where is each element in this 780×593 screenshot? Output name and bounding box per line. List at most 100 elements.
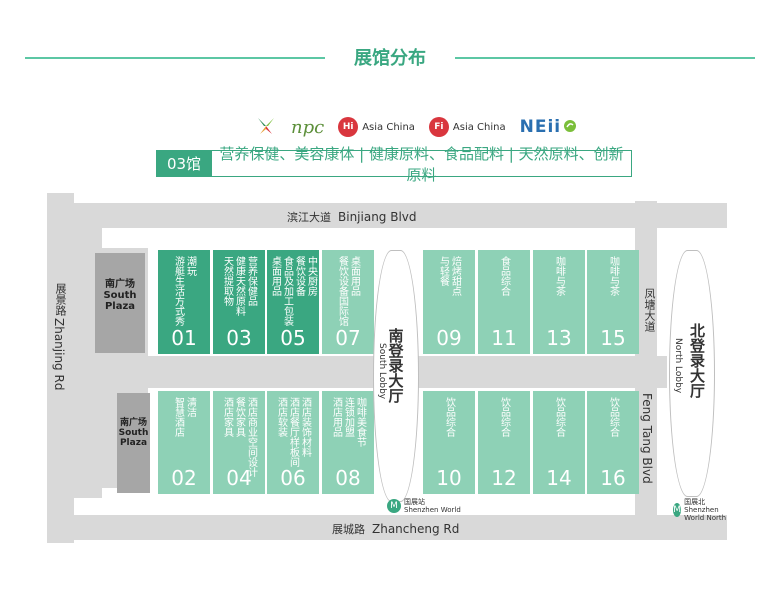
north-lobby[interactable] (669, 250, 715, 497)
hall-category-line: 餐饮设备 (293, 256, 305, 296)
hall-category-line: 桌面用品 (348, 256, 360, 296)
hall-categories: 焙烤甜点与轻餐 (423, 256, 475, 296)
hi-badge: Hi (338, 117, 359, 137)
hall-category-line: 饮品综合 (498, 397, 510, 437)
venue-map: 滨江大道 Binjiang Blvd 展城路 Zhancheng Rd 展景路 … (47, 193, 730, 546)
hall-category-line: 酒店家具 (221, 397, 233, 437)
hall-number: 01 (171, 326, 197, 350)
hall-categories: 中央厨房餐饮设备食品及加工包装桌面用品 (267, 256, 319, 326)
hall-categories: 饮品综合 (587, 397, 639, 437)
road-south-en: Zhancheng Rd (372, 522, 460, 536)
road-north (72, 203, 727, 228)
hall-categories: 桌面用品餐饮设备国际馆 (322, 256, 374, 326)
hall-category-line: 食品及加工包装 (281, 256, 293, 326)
hall-number: 04 (226, 466, 252, 490)
sponsor-logos: npc Hi Asia China Fi Asia China NEii (255, 114, 577, 140)
hall-category-line: 食品综合 (498, 256, 510, 296)
road-label-west-en: Zhanjing Rd (52, 318, 66, 391)
hall-category-line: 咖啡与茶 (607, 256, 619, 296)
hall-category-line: 咖啡与茶 (553, 256, 565, 296)
metro-north-en: Shenzhen World North (684, 506, 727, 522)
hall-categories: 潮玩游艇生活方式秀 (158, 256, 210, 326)
hall-category-line: 连锁加盟 (342, 397, 354, 437)
hall-categories: 咖啡与茶 (533, 256, 585, 296)
south-plaza-north[interactable]: 南广场 South Plaza (95, 253, 145, 353)
hall-11[interactable]: 食品综合 11 (478, 250, 530, 354)
hall-16[interactable]: 饮品综合 16 (587, 391, 639, 494)
page-title: 展馆分布 (354, 48, 426, 69)
hi-asia-china-logo: Hi Asia China (338, 117, 415, 137)
south-plaza-south[interactable]: 南广场 South Plaza (117, 393, 150, 493)
hall-number: 08 (335, 466, 361, 490)
hall-categories: 清洁智慧酒店 (158, 397, 210, 437)
hall-category-line: 饮品综合 (443, 397, 455, 437)
road-north-en: Binjiang Blvd (338, 210, 417, 224)
hall-14[interactable]: 饮品综合 14 (533, 391, 585, 494)
south-lobby-en: South Lobby (377, 343, 387, 400)
metro-shenzhen-world-north[interactable]: M 国展北 Shenzhen World North (673, 498, 730, 522)
hall-number: 11 (491, 326, 517, 350)
hall-number: 14 (546, 466, 572, 490)
plaza-label-en: South Plaza (103, 290, 137, 312)
north-lobby-en: North Lobby (673, 338, 683, 394)
hall-category-line: 桌面用品 (269, 256, 281, 296)
hall-category-line: 天然提取物 (221, 256, 233, 306)
npc-logo: npc (291, 116, 325, 138)
hall-categories: 食品综合 (478, 256, 530, 296)
hall-09[interactable]: 焙烤甜点与轻餐 09 (423, 250, 475, 354)
hall-categories: 咖啡与茶 (587, 256, 639, 296)
neii-logo-text: NEii (519, 117, 562, 137)
hall-category-line: 与轻餐 (437, 256, 449, 286)
road-label-east-cn: 凤塘大道 (643, 288, 656, 332)
road-label-east-en: Feng Tang Blvd (640, 393, 654, 484)
hall-category-line: 酒店软装 (275, 397, 287, 437)
hall-category-line: 餐饮设备国际馆 (336, 256, 348, 326)
hall-category-line: 中央厨房 (305, 256, 317, 296)
metro-south-en: Shenzhen World (404, 506, 461, 514)
metro-shenzhen-world[interactable]: M 国展站 Shenzhen World (387, 498, 461, 514)
hall-categories: 酒店商业空间设计餐饮家具酒店家具 (213, 397, 265, 477)
south-lobby-cn: 南登录大厅 (386, 328, 405, 403)
plaza-label-cn: 南广场 (119, 418, 147, 428)
hall-categories: 酒店装饰材料酒店餐厅样板间酒店软装 (267, 397, 319, 467)
hall-category-line: 潮玩 (184, 256, 196, 276)
leaf-logo-icon (255, 114, 277, 140)
road-south-cn: 展城路 (332, 523, 365, 536)
hall-category-line: 清洁 (184, 397, 196, 417)
south-lobby[interactable] (373, 250, 419, 502)
hall-category-line: 游艇生活方式秀 (172, 256, 184, 326)
neii-logo: NEii (520, 117, 578, 137)
hall-categories: 饮品综合 (533, 397, 585, 437)
hall-category-line: 酒店餐厅样板间 (287, 397, 299, 467)
hall-categories: 营养保健品健康天然原料天然提取物 (213, 256, 265, 316)
road-label-west-cn: 展景路 (54, 283, 67, 316)
hall-category-line: 酒店商业空间设计 (245, 397, 257, 477)
hall-category-line: 餐饮家具 (233, 397, 245, 437)
hall-15[interactable]: 咖啡与茶 15 (587, 250, 639, 354)
metro-north-cn: 国展北 (684, 498, 706, 506)
fi-logo-text: Asia China (452, 121, 506, 133)
hall-number: 07 (335, 326, 361, 350)
hall-number: 05 (280, 326, 306, 350)
hall-number: 16 (600, 466, 626, 490)
hall-category-line: 饮品综合 (607, 397, 619, 437)
hall-number: 09 (436, 326, 462, 350)
hall-category-line: 健康天然原料 (233, 256, 245, 316)
hall-number: 15 (600, 326, 626, 350)
hall-category-line: 焙烤甜点 (449, 256, 461, 296)
banner-hall-label: 03馆 (156, 150, 212, 177)
metro-icon: M (673, 503, 682, 517)
road-north-cn: 滨江大道 (287, 211, 331, 224)
title-rule-right (455, 57, 755, 59)
